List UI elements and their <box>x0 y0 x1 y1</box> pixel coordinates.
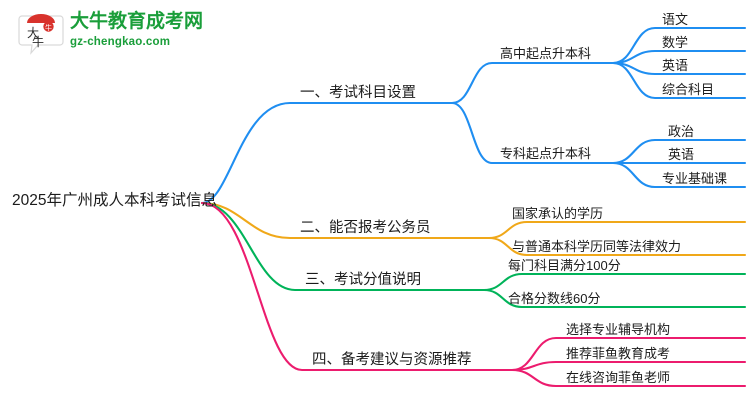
branch-4-child-3[interactable]: 在线咨询菲鱼老师 <box>566 370 671 385</box>
branch-1-child-1-leaf-4[interactable]: 综合科目 <box>662 82 715 97</box>
mindmap-root-label: 2025年广州成人本科考试信息 <box>12 192 217 209</box>
branch-node-2[interactable]: 二、能否报考公务员 <box>300 220 431 236</box>
site-logo: 牛 大 牛 大牛教育成考网 gz-chengkao.com <box>18 8 203 60</box>
branch-1-child-1-leaf-1[interactable]: 语文 <box>662 12 689 27</box>
speech-bubble-logo-icon: 牛 大 牛 <box>18 10 64 56</box>
branch-4-child-1[interactable]: 选择专业辅导机构 <box>566 322 671 337</box>
branch-1-child-2[interactable]: 专科起点升本科 <box>500 146 592 161</box>
branch-2-child-1[interactable]: 国家承认的学历 <box>512 206 604 221</box>
branch-1-child-2-leaf-1[interactable]: 政治 <box>668 124 695 139</box>
svg-text:大: 大 <box>27 26 39 40</box>
logo-text: 大牛教育成考网 gz-chengkao.com <box>70 10 203 50</box>
branch-1-child-1-leaf-2[interactable]: 数学 <box>662 35 689 50</box>
branch-2-child-2[interactable]: 与普通本科学历同等法律效力 <box>512 239 682 254</box>
branch-1-child-1-leaf-3[interactable]: 英语 <box>662 58 689 73</box>
branch-3-child-2[interactable]: 合格分数线60分 <box>508 291 601 306</box>
branch-3-child-1[interactable]: 每门科目满分100分 <box>508 258 621 273</box>
svg-text:牛: 牛 <box>32 34 44 49</box>
branch-node-4[interactable]: 四、备考建议与资源推荐 <box>312 352 472 368</box>
branch-node-3[interactable]: 三、考试分值说明 <box>305 272 421 288</box>
branch-4-child-2[interactable]: 推荐菲鱼教育成考 <box>566 346 671 361</box>
branch-1-child-2-leaf-2[interactable]: 英语 <box>668 147 695 162</box>
branch-1-child-1[interactable]: 高中起点升本科 <box>500 46 592 61</box>
branch-1-child-2-leaf-3[interactable]: 专业基础课 <box>662 171 728 186</box>
logo-title: 大牛教育成考网 <box>70 11 204 32</box>
logo-domain: gz-chengkao.com <box>70 36 171 48</box>
branch-node-1[interactable]: 一、考试科目设置 <box>300 85 416 101</box>
svg-text:牛: 牛 <box>45 23 52 32</box>
